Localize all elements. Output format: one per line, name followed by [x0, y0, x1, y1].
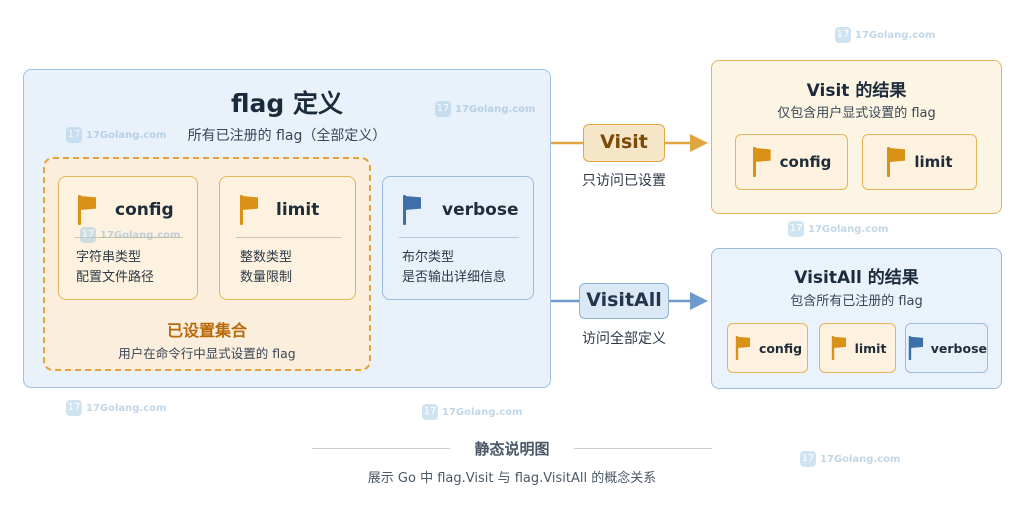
- visit-label: Visit: [583, 124, 665, 162]
- set-group-subtitle: 用户在命令行中显式设置的 flag: [118, 346, 296, 361]
- footer-divider-left: [312, 448, 450, 449]
- visit-result-title: Visit 的结果: [806, 81, 907, 101]
- 17golang-logo-icon: 17: [80, 227, 96, 243]
- flag-type: 字符串类型: [76, 250, 142, 265]
- flag-icon: [752, 147, 772, 177]
- footer-divider-right: [574, 448, 712, 449]
- visit-caption: 只访问已设置: [582, 173, 666, 189]
- flag-card-verbose: verbose 布尔类型 是否输出详细信息: [382, 176, 534, 300]
- visitall-caption: 访问全部定义: [582, 331, 666, 347]
- flag-name: config: [779, 153, 832, 171]
- 17golang-logo-icon: 17: [422, 404, 438, 420]
- 17golang-logo-icon: 17: [435, 101, 451, 117]
- flag-name: verbose: [442, 200, 519, 220]
- flag-name: limit: [276, 200, 320, 220]
- 17golang-logo-icon: 17: [788, 221, 804, 237]
- visitall-result-subtitle: 包含所有已注册的 flag: [790, 294, 923, 309]
- footer-title: 静态说明图: [474, 440, 550, 458]
- card-divider: [399, 237, 519, 238]
- result-flag-config: config: [727, 323, 808, 373]
- flag-name: limit: [914, 153, 953, 171]
- flag-card-config: config 字符串类型 配置文件路径: [58, 176, 198, 300]
- flag-icon: [239, 195, 259, 225]
- visit-result-subtitle: 仅包含用户显式设置的 flag: [777, 106, 936, 121]
- footer-subtitle: 展示 Go 中 flag.Visit 与 flag.VisitAll 的概念关系: [367, 471, 657, 486]
- flag-description: 配置文件路径: [76, 270, 155, 285]
- result-flag-limit: limit: [819, 323, 896, 373]
- card-divider: [236, 237, 341, 238]
- definition-title: flag 定义: [231, 89, 343, 118]
- result-flag-config: config: [735, 134, 848, 190]
- definition-subtitle: 所有已注册的 flag（全部定义）: [187, 128, 387, 144]
- flag-name: config: [115, 200, 174, 220]
- flag-description: 是否输出详细信息: [402, 270, 507, 285]
- visitall-label: VisitAll: [579, 283, 669, 319]
- flag-icon: [735, 336, 751, 360]
- flag-icon: [77, 195, 97, 225]
- flag-icon: [886, 147, 906, 177]
- 17golang-logo-icon: 17: [800, 451, 816, 467]
- flag-name: verbose: [930, 340, 987, 356]
- flag-card-limit: limit 整数类型 数量限制: [219, 176, 356, 300]
- flag-icon: [908, 336, 924, 360]
- flag-name: config: [758, 340, 803, 356]
- card-divider: [75, 237, 183, 238]
- flag-description: 数量限制: [240, 270, 293, 285]
- result-flag-verbose: verbose: [905, 323, 988, 373]
- result-flag-limit: limit: [862, 134, 977, 190]
- flag-type: 布尔类型: [402, 250, 455, 265]
- flag-icon: [831, 336, 847, 360]
- flag-type: 整数类型: [240, 250, 293, 265]
- 17golang-logo-icon: 17: [66, 400, 82, 416]
- 17golang-logo-icon: 17: [66, 127, 82, 143]
- flag-name: limit: [854, 340, 887, 356]
- set-group-title: 已设置集合: [166, 321, 247, 340]
- flag-icon: [402, 195, 422, 225]
- 17golang-logo-icon: 17: [835, 27, 851, 43]
- visitall-result-title: VisitAll 的结果: [794, 268, 919, 288]
